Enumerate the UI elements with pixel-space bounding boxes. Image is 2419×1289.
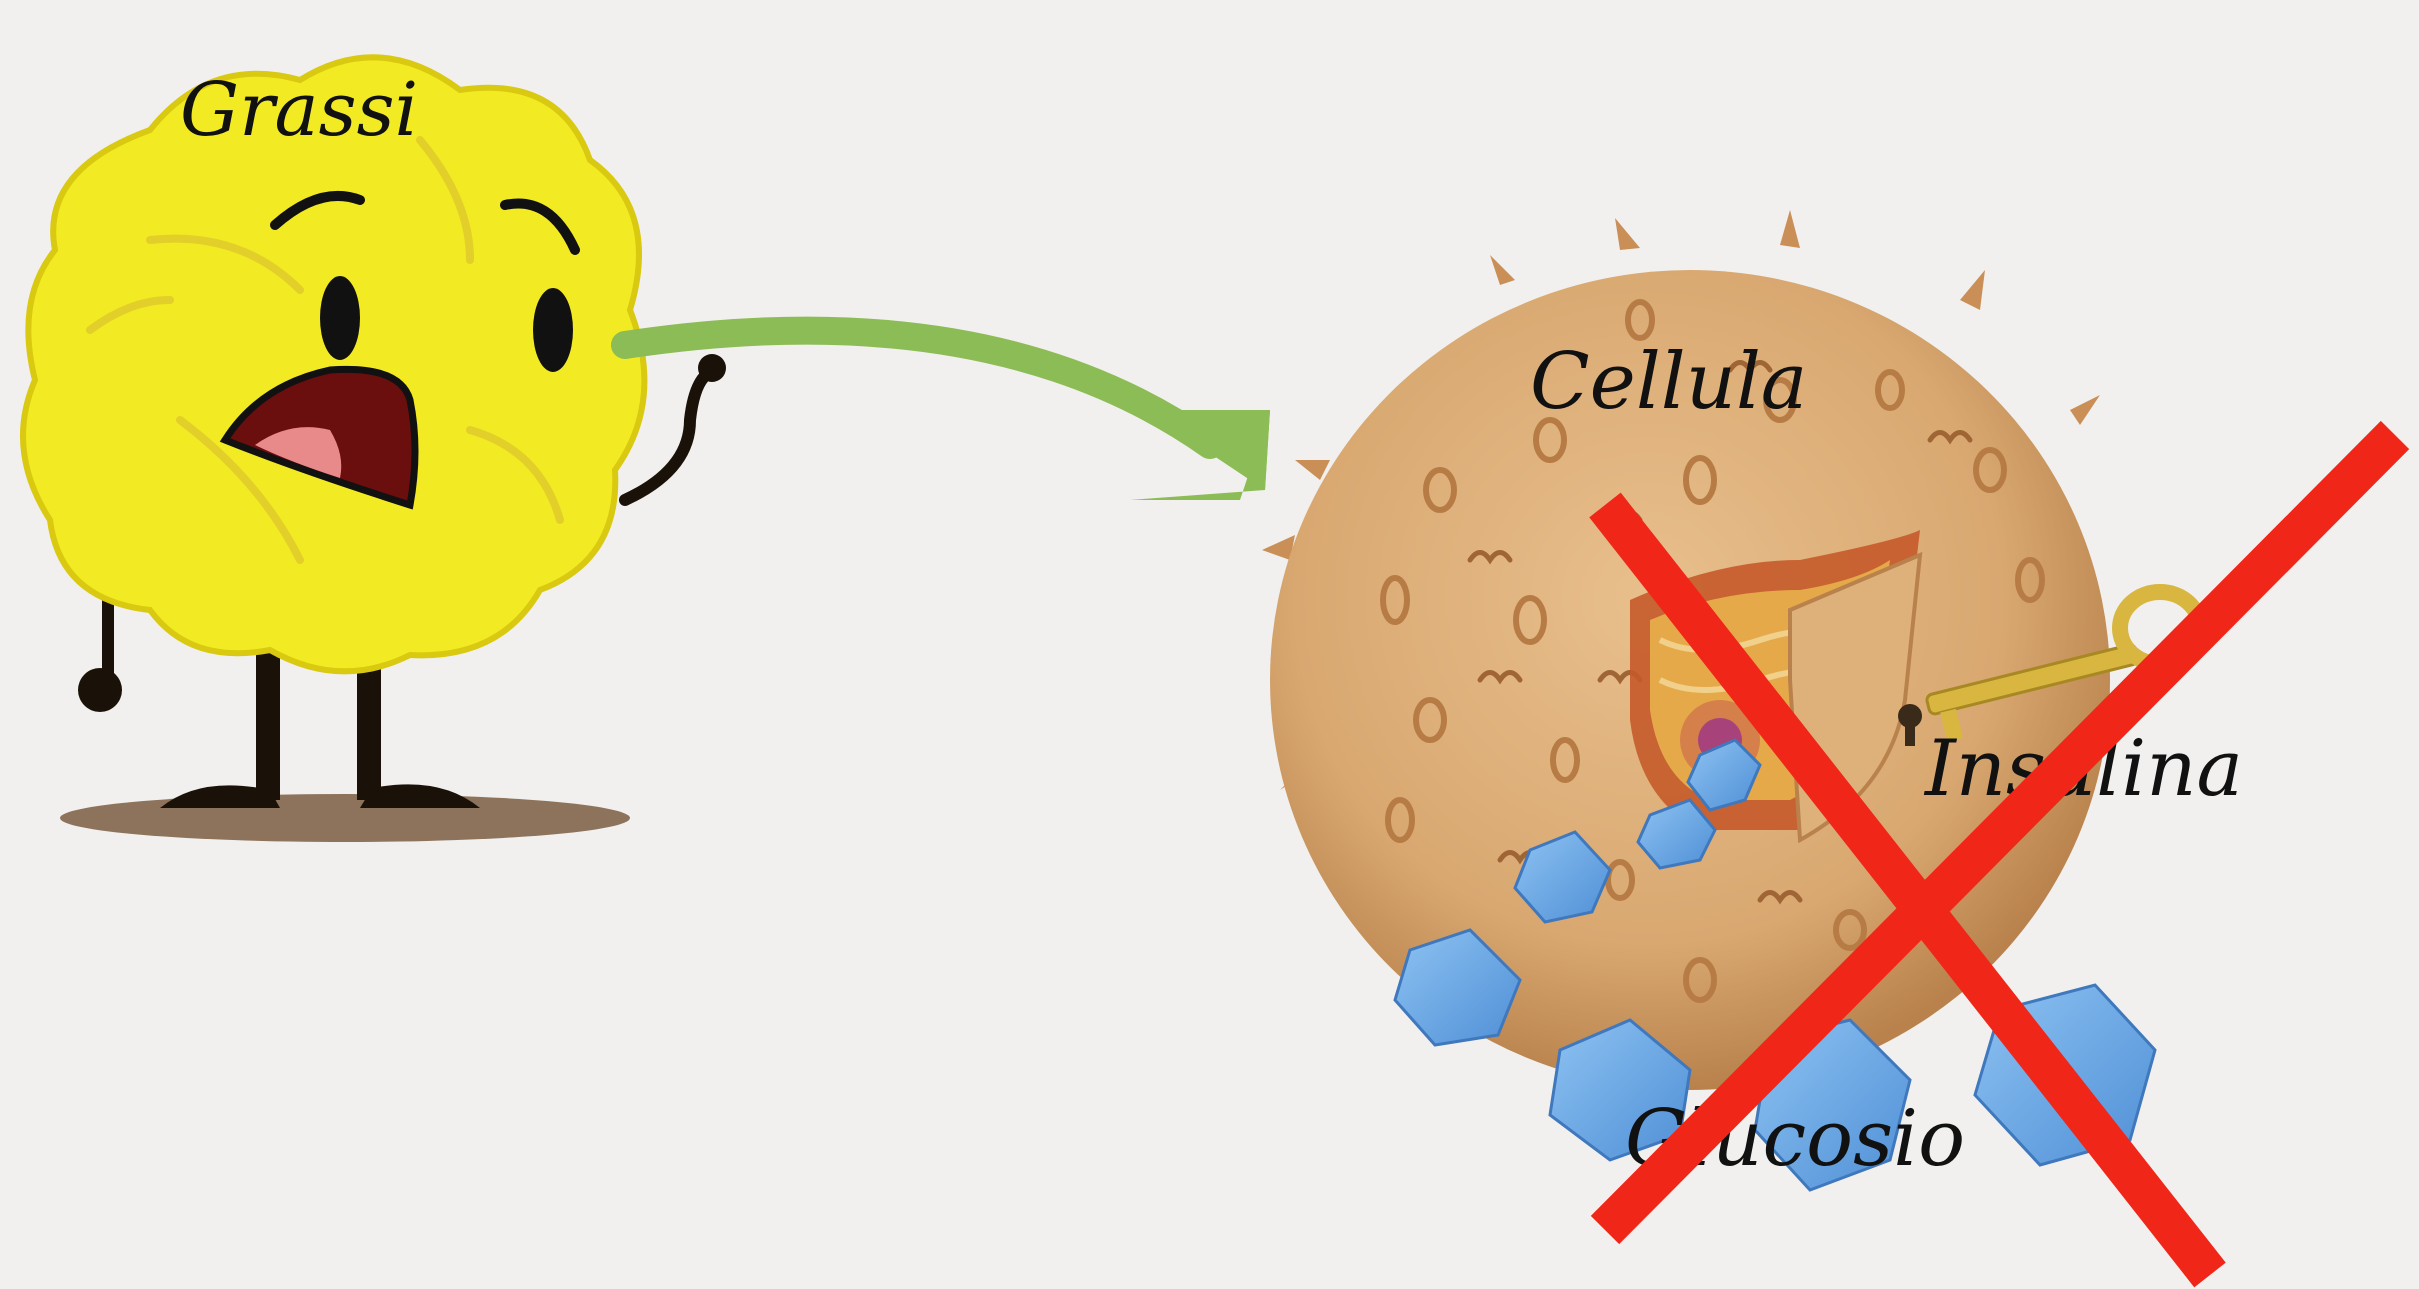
arrow-fat-to-cell — [625, 331, 1270, 500]
arrow-shaft — [625, 331, 1210, 445]
fat-left-eye — [320, 276, 360, 360]
fat-shadow — [60, 794, 630, 842]
fat-left-foot — [160, 785, 280, 808]
fat-right-hand — [698, 354, 726, 382]
fat-character: Grassi — [23, 57, 726, 842]
fat-left-leg — [256, 650, 280, 800]
fat-left-hand — [78, 668, 122, 712]
fat-right-eye — [533, 288, 573, 372]
cell-label: Cellula — [1530, 337, 1807, 427]
fat-label: Grassi — [180, 67, 418, 153]
